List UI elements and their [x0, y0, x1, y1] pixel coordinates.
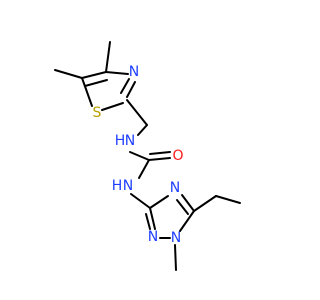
- bond-c2-n3: [126, 81, 136, 98]
- atom-o: O: [172, 148, 183, 164]
- bond-c5-ethyl-1: [193, 195, 217, 212]
- bond-c5-s1: [81, 77, 93, 107]
- bond-c4-c5-double: [84, 79, 108, 87]
- bond-c-o: [148, 157, 171, 161]
- bond-t-c5-n1: [179, 210, 195, 232]
- bond-c5-methyl: [54, 69, 83, 79]
- molecule-diagram: S N H N O H N N N N: [54, 41, 241, 271]
- bond-c-nh2: [138, 159, 150, 179]
- atom-labels: S N H N O H N N N N: [93, 64, 184, 246]
- bond-n3-c4: [105, 71, 129, 75]
- bond-t-n2-c5: [181, 194, 195, 212]
- bond-t-c3-n4-double: [145, 213, 151, 230]
- bond-c4-methyl: [105, 41, 111, 73]
- bond-ch2-nh: [137, 124, 148, 136]
- bond-nh-c: [129, 151, 150, 161]
- atom-n-triazole-top: N: [170, 180, 180, 196]
- bond-c2-ch2: [126, 99, 148, 126]
- bond-c2-n3-double: [120, 78, 130, 94]
- atom-s: S: [93, 105, 102, 121]
- bond-t-c3-n2: [149, 195, 169, 209]
- bond-ethyl-2: [215, 195, 241, 204]
- bond-n1-methyl: [174, 244, 177, 271]
- bond-s1-c2: [101, 102, 124, 111]
- atom-n-triazole-left: N: [148, 229, 158, 245]
- atom-nh-upper: H N: [115, 133, 136, 149]
- atom-nh-upper-n: N: [125, 133, 135, 149]
- atom-nh-lower-n: N: [123, 178, 133, 194]
- bonds: [54, 41, 241, 271]
- bond-t-n2-c5-double: [176, 199, 189, 215]
- bond-c4-c5: [81, 71, 107, 79]
- bond-t-c3-n4: [149, 207, 156, 230]
- bond-nh2-triazole: [130, 193, 151, 209]
- atom-n-thiazole: N: [129, 64, 139, 80]
- atom-nh-lower-h: H: [112, 178, 123, 194]
- atom-nh-lower: H N: [112, 178, 134, 194]
- bond-c-o-double: [149, 151, 171, 155]
- atom-nh-upper-h: H: [115, 133, 126, 149]
- atom-n-triazole-bottom: N: [171, 230, 181, 246]
- structure-svg: S N H N O H N N N N: [54, 41, 241, 271]
